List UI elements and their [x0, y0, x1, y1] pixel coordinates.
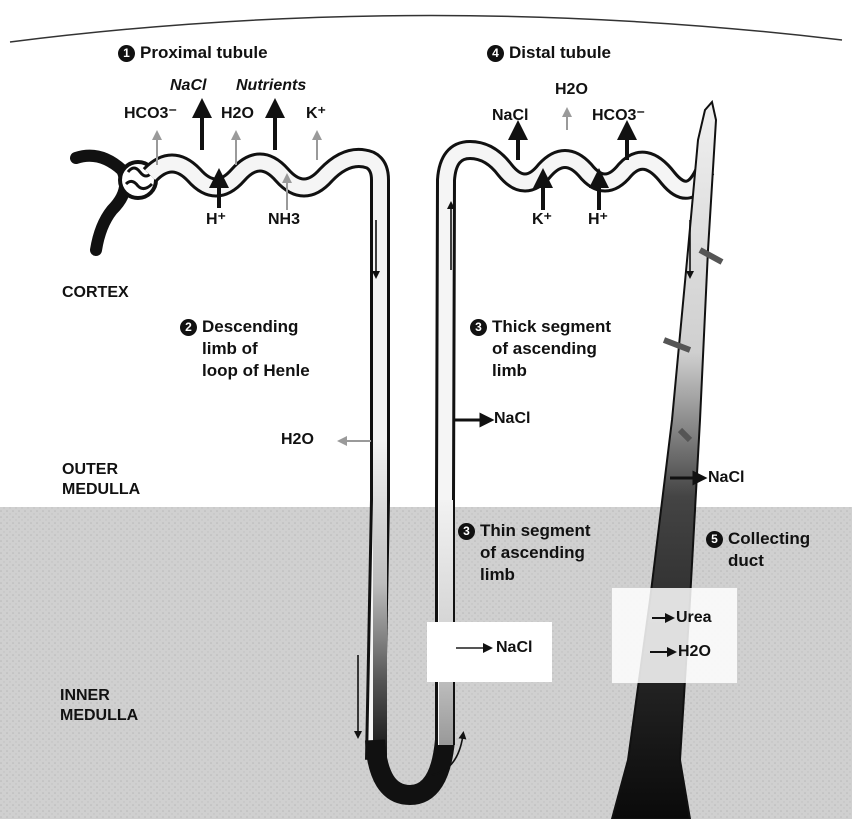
thick-line2: of ascending	[470, 338, 611, 360]
descending-line2: limb of	[180, 338, 310, 360]
descending-limb-label: 2 Descending limb of loop of Henle	[180, 316, 310, 382]
collecting-line1: Collecting	[728, 529, 810, 548]
thin-nacl-box	[427, 622, 552, 682]
step-number-3-thick: 3	[470, 319, 487, 336]
distal-h: H⁺	[588, 212, 608, 228]
descending-line1: Descending	[202, 317, 298, 336]
distal-tubule-label: 4 Distal tubule	[487, 44, 611, 62]
distal-h2o: H2O	[555, 82, 588, 98]
inner-medulla-label: INNER MEDULLA	[60, 686, 138, 726]
distal-k: K⁺	[532, 212, 552, 228]
descending-h2o: H2O	[281, 432, 314, 448]
thin-line2: of ascending	[458, 542, 591, 564]
thin-line3: limb	[458, 564, 591, 586]
thick-nacl: NaCl	[494, 411, 530, 427]
collecting-urea: Urea	[676, 610, 712, 626]
proximal-nacl: NaCl	[170, 78, 206, 94]
thick-line3: limb	[470, 360, 611, 382]
inner-medulla-line2: MEDULLA	[60, 706, 138, 726]
thick-segment-label: 3 Thick segment of ascending limb	[470, 316, 611, 382]
kidney-outline	[10, 15, 842, 42]
cortex-label: CORTEX	[62, 283, 129, 303]
outer-medulla-line2: MEDULLA	[62, 480, 140, 500]
step-number-2: 2	[180, 319, 197, 336]
proximal-nutrients: Nutrients	[236, 78, 306, 94]
proximal-tubule-text: Proximal tubule	[140, 43, 268, 62]
collecting-duct-label: 5 Collecting duct	[706, 528, 810, 572]
proximal-k: K⁺	[306, 106, 326, 122]
step-number-5: 5	[706, 531, 723, 548]
distal-nacl: NaCl	[492, 108, 528, 124]
collecting-line2: duct	[706, 550, 810, 572]
afferent-arteriole	[76, 156, 125, 250]
thin-line1: Thin segment	[480, 521, 591, 540]
thick-line1: Thick segment	[492, 317, 611, 336]
step-number-3-thin: 3	[458, 523, 475, 540]
step-number-1: 1	[118, 45, 135, 62]
thin-nacl: NaCl	[496, 640, 532, 656]
proximal-tubule-label: 1 Proximal tubule	[118, 44, 268, 62]
proximal-hco3: HCO3⁻	[124, 106, 177, 122]
step-number-4: 4	[487, 45, 504, 62]
distal-hco3: HCO3⁻	[592, 108, 645, 124]
outer-medulla-line1: OUTER	[62, 460, 140, 480]
descending-limb	[373, 440, 387, 760]
outer-medulla-label: OUTER MEDULLA	[62, 460, 140, 500]
collecting-h2o: H2O	[678, 644, 711, 660]
proximal-h2o: H2O	[221, 106, 254, 122]
proximal-nh3: NH3	[268, 212, 300, 228]
duct-label-box	[612, 588, 737, 683]
collecting-nacl: NaCl	[708, 470, 744, 486]
descending-line3: loop of Henle	[180, 360, 310, 382]
thin-segment-label: 3 Thin segment of ascending limb	[458, 520, 591, 586]
proximal-h: H⁺	[206, 212, 226, 228]
distal-tubule-text: Distal tubule	[509, 43, 611, 62]
inner-medulla-line1: INNER	[60, 686, 138, 706]
